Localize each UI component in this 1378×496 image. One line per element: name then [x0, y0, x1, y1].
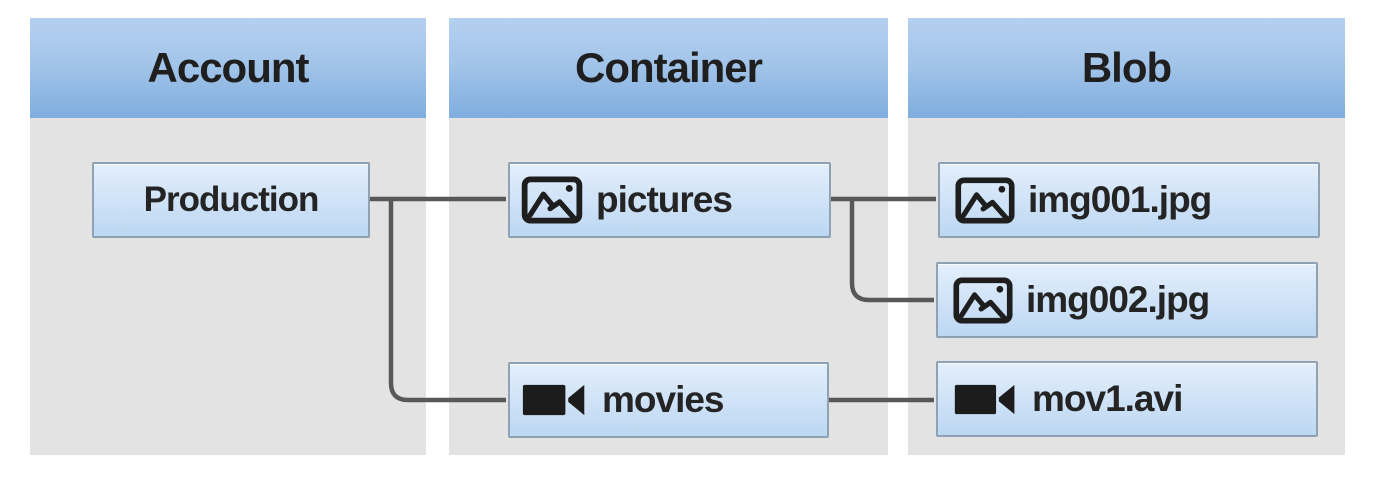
- node-img001: img001.jpg: [938, 162, 1320, 238]
- node-img002: img002.jpg: [936, 262, 1318, 338]
- node-mov1: mov1.avi: [936, 361, 1318, 437]
- node-mov1-label: mov1.avi: [1032, 378, 1183, 419]
- column-header-container-label: Container: [574, 44, 763, 91]
- node-production: Production: [92, 162, 370, 238]
- image-icon: [521, 176, 583, 224]
- node-img002-label: img002.jpg: [1026, 279, 1210, 320]
- node-pictures-label: pictures: [596, 179, 733, 220]
- image-icon: [955, 177, 1015, 224]
- node-movies-label: movies: [602, 379, 725, 420]
- video-icon: [953, 379, 1019, 420]
- column-header-blob: Blob: [908, 18, 1345, 118]
- node-production-label: Production: [143, 180, 320, 219]
- node-pictures: pictures: [508, 162, 831, 238]
- image-icon: [953, 277, 1013, 324]
- column-header-account: Account: [30, 18, 426, 118]
- column-header-blob-label: Blob: [1081, 44, 1172, 91]
- column-header-container: Container: [449, 18, 888, 118]
- video-icon: [521, 379, 589, 421]
- node-movies: movies: [508, 362, 829, 438]
- column-header-account-label: Account: [147, 44, 310, 91]
- node-img001-label: img001.jpg: [1028, 179, 1212, 220]
